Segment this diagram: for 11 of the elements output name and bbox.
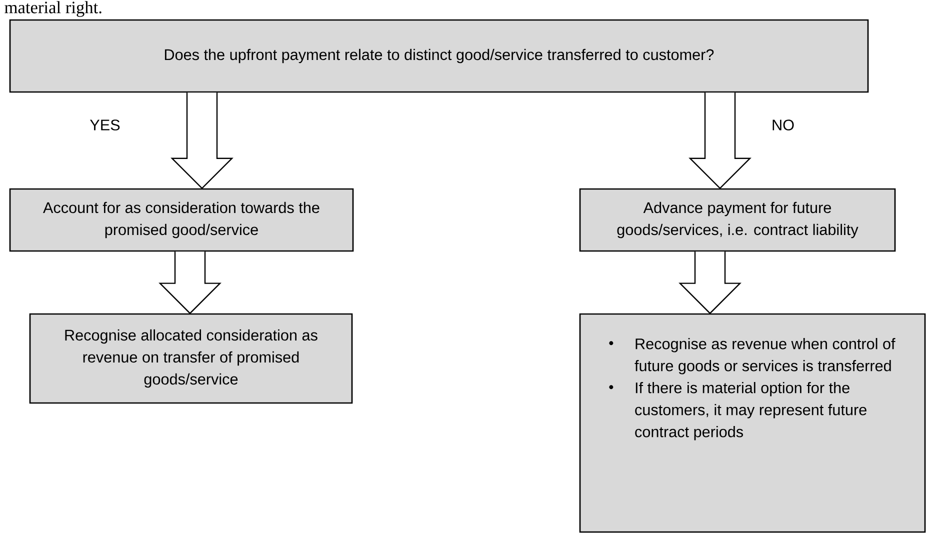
block-arrow — [158, 251, 222, 314]
process-box: Advance payment for future goods/services, i.e. contract liability — [579, 188, 896, 252]
process-box: Account for as consideration towards the promised good/service — [9, 188, 354, 252]
process-box: Recognise as revenue when control of future goods or services is transferred If there is material option for the customers, it may represent future contract periods — [579, 313, 926, 533]
process-box: Does the upfront payment relate to distinct good/service transferred to customer? — [9, 19, 869, 93]
process-box: Recognise allocated consideration as revenue on transfer of promised goods/service — [29, 313, 353, 404]
branch-label: NO — [772, 120, 794, 130]
block-arrow — [678, 251, 742, 314]
block-arrow — [170, 92, 234, 190]
block-arrow — [688, 92, 752, 190]
branch-label: YES — [90, 120, 120, 130]
